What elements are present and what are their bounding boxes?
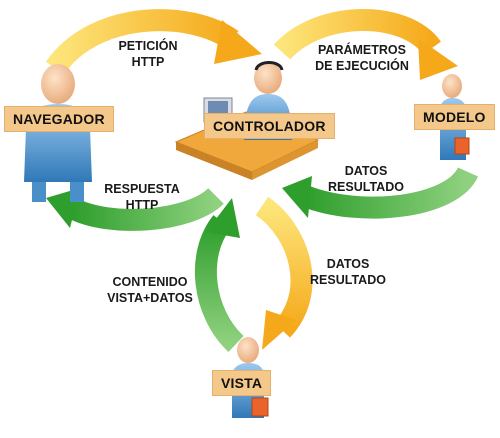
flow-label-peticion-line1: PETICIÓN: [118, 39, 178, 53]
node-vista-label: VISTA: [212, 370, 272, 396]
flow-label-peticion-line2: HTTP: [131, 55, 165, 69]
flow-label-datos-vista-line2: RESULTADO: [310, 273, 386, 287]
flow-label-contenido-line1: CONTENIDO: [112, 275, 188, 289]
node-navegador-label: NAVEGADOR: [4, 106, 114, 132]
user-person-icon: [24, 64, 92, 202]
flow-label-contenido: CONTENIDO VISTA+DATOS: [100, 274, 200, 306]
node-controlador-label: CONTROLADOR: [204, 113, 335, 139]
arrow-contenido: [194, 198, 244, 353]
flow-label-datos-modelo-line2: RESULTADO: [328, 180, 404, 194]
flow-label-datos-resultado-vista: DATOS RESULTADO: [300, 256, 396, 288]
flow-label-respuesta: RESPUESTA HTTP: [96, 181, 188, 213]
flow-label-parametros: PARÁMETROS DE EJECUCIÓN: [306, 42, 418, 74]
flow-label-datos-resultado-modelo: DATOS RESULTADO: [318, 163, 414, 195]
flow-label-respuesta-line1: RESPUESTA: [104, 182, 180, 196]
flow-label-parametros-line1: PARÁMETROS: [318, 43, 406, 57]
flow-label-datos-modelo-line1: DATOS: [344, 164, 388, 178]
flow-label-parametros-line2: DE EJECUCIÓN: [315, 59, 409, 73]
arrow-peticion-http: [45, 9, 262, 75]
flow-label-peticion: PETICIÓN HTTP: [102, 38, 194, 70]
arrow-parametros: [273, 9, 458, 80]
flow-label-contenido-line2: VISTA+DATOS: [107, 291, 193, 305]
arrow-datos-resultado-modelo: [282, 166, 479, 219]
arrow-datos-resultado-vista: [255, 196, 313, 350]
node-modelo-label: MODELO: [414, 104, 495, 130]
flow-label-datos-vista-line1: DATOS: [326, 257, 370, 271]
flow-label-respuesta-line2: HTTP: [125, 198, 159, 212]
